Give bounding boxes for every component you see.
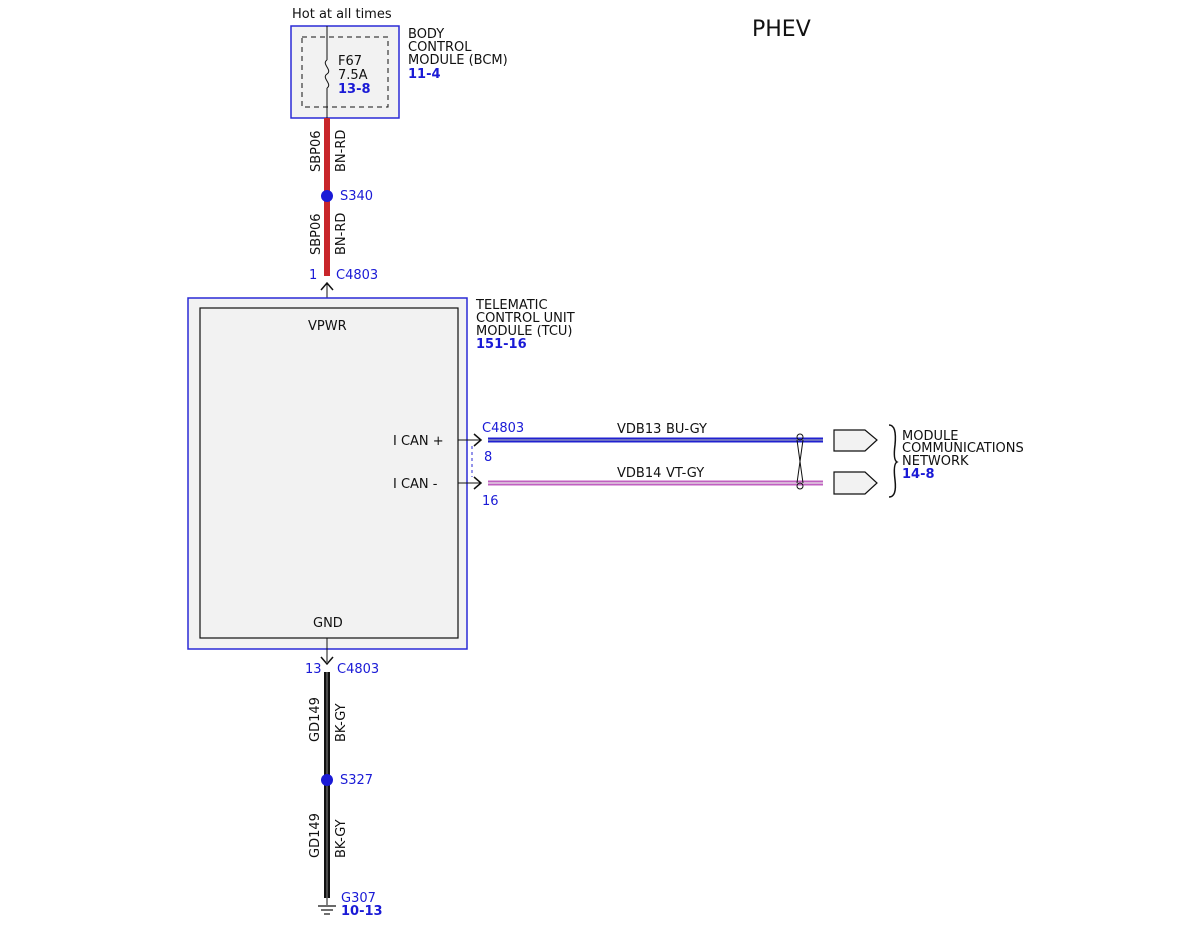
network-arrow-plus: [833, 429, 878, 452]
can-connector-name: C4803: [482, 421, 524, 436]
twisted-pair-top-loop: [796, 433, 804, 441]
network-label-line3: NETWORK: [902, 454, 969, 469]
power-wire-upper-color: BN-RD: [334, 130, 349, 172]
can-plus-connector-symbol: [473, 433, 483, 447]
tcu-pin-gnd: GND: [313, 616, 343, 631]
bcm-label-line3: MODULE (BCM): [408, 53, 508, 68]
tcu-pin-vpwr: VPWR: [308, 319, 347, 334]
ground-wire-lower-circuit: GD149: [308, 813, 323, 858]
connector-ground-symbol: [320, 656, 334, 666]
fuse-box-outline: [301, 36, 389, 108]
hot-at-all-times-label: Hot at all times: [292, 7, 392, 22]
splice-s327-dot: [321, 774, 333, 786]
network-label-line2: COMMUNICATIONS: [902, 441, 1024, 456]
bcm-label-line2: CONTROL: [408, 40, 472, 55]
fuse-ref-link[interactable]: 13-8: [338, 82, 371, 97]
can-connector-pin-minus: 16: [482, 494, 499, 509]
network-ref-link[interactable]: 14-8: [902, 467, 935, 482]
fuse-name: F67: [338, 54, 362, 69]
connector-power-name: C4803: [336, 268, 378, 283]
can-minus-wire-circuit: VDB14: [617, 466, 661, 481]
connector-ground-pin: 13: [305, 662, 322, 677]
ground-wire-upper-color: BK-GY: [334, 703, 349, 742]
ground-wire-upper-circuit: GD149: [308, 697, 323, 742]
splice-s327-label: S327: [340, 773, 373, 788]
tcu-label-line2: CONTROL UNIT: [476, 311, 575, 326]
power-wire-lower-circuit: SBP06: [309, 213, 324, 255]
can-minus-connector-symbol: [473, 476, 483, 490]
diagram-title: PHEV: [752, 17, 811, 42]
network-arrow-minus: [833, 471, 878, 495]
twisted-pair-symbol: [796, 439, 804, 484]
can-plus-wire-color: BU-GY: [666, 422, 707, 437]
bcm-module-box: [290, 25, 400, 119]
network-brace: [888, 424, 899, 498]
tcu-module-box: [199, 307, 459, 639]
bcm-label-line1: BODY: [408, 27, 444, 42]
tcu-pin-can-plus: I CAN +: [393, 434, 444, 449]
connector-ground-name: C4803: [337, 662, 379, 677]
can-minus-wire-color: VT-GY: [666, 466, 704, 481]
tcu-label-line3: MODULE (TCU): [476, 324, 572, 339]
tcu-ref-link[interactable]: 151-16: [476, 337, 527, 352]
tcu-pin-can-minus: I CAN -: [393, 477, 438, 492]
ground-name: G307: [341, 891, 376, 906]
power-wire-lower-color: BN-RD: [334, 213, 349, 255]
twisted-pair-bottom-loop: [796, 482, 804, 490]
ground-ref-link[interactable]: 10-13: [341, 904, 383, 919]
can-connector-pin-plus: 8: [484, 450, 492, 465]
bcm-ref-link[interactable]: 11-4: [408, 67, 441, 82]
can-plus-wire-circuit: VDB13: [617, 422, 661, 437]
connector-power-pin: 1: [309, 268, 317, 283]
network-label-line1: MODULE: [902, 429, 958, 444]
fuse-rating: 7.5A: [338, 68, 368, 83]
tcu-label-line1: TELEMATIC: [475, 298, 548, 313]
splice-s340-dot: [321, 190, 333, 202]
power-wire-upper-circuit: SBP06: [309, 130, 324, 172]
splice-s340-label: S340: [340, 189, 373, 204]
fuse-icon: [324, 59, 330, 89]
ground-wire-lower-color: BK-GY: [334, 819, 349, 858]
